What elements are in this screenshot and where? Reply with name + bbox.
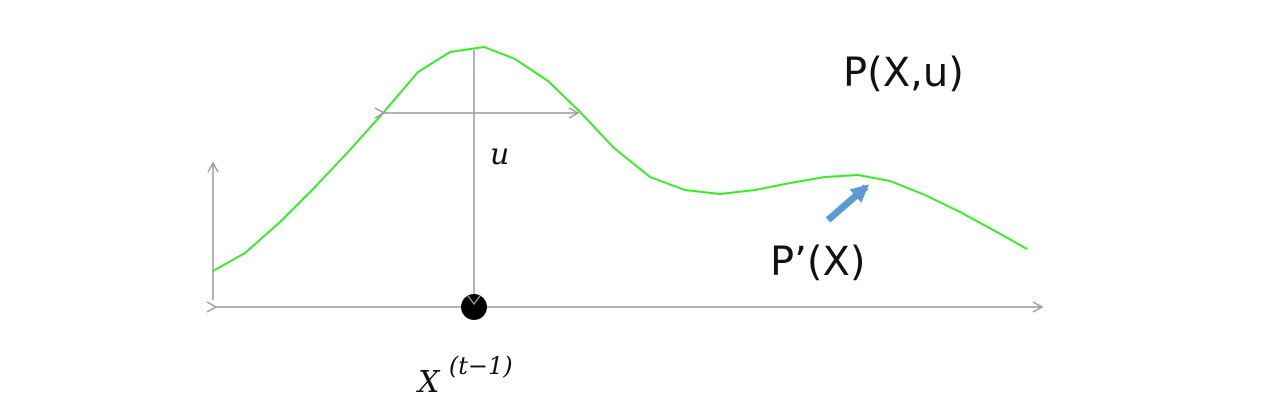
current-point-arrowhead xyxy=(467,295,481,306)
marginal-distribution-label: P’(X) xyxy=(770,239,865,285)
current-point xyxy=(461,294,487,320)
current-state-base: X xyxy=(416,365,441,400)
joint-distribution-label: P(X,u) xyxy=(843,50,964,96)
current-state-label: X (t−1) xyxy=(416,352,513,400)
width-parameter-label: u xyxy=(490,137,509,172)
density-curve xyxy=(212,45,1028,272)
marginal-pointer-arrow xyxy=(825,184,870,223)
current-state-superscript: (t−1) xyxy=(449,352,513,380)
